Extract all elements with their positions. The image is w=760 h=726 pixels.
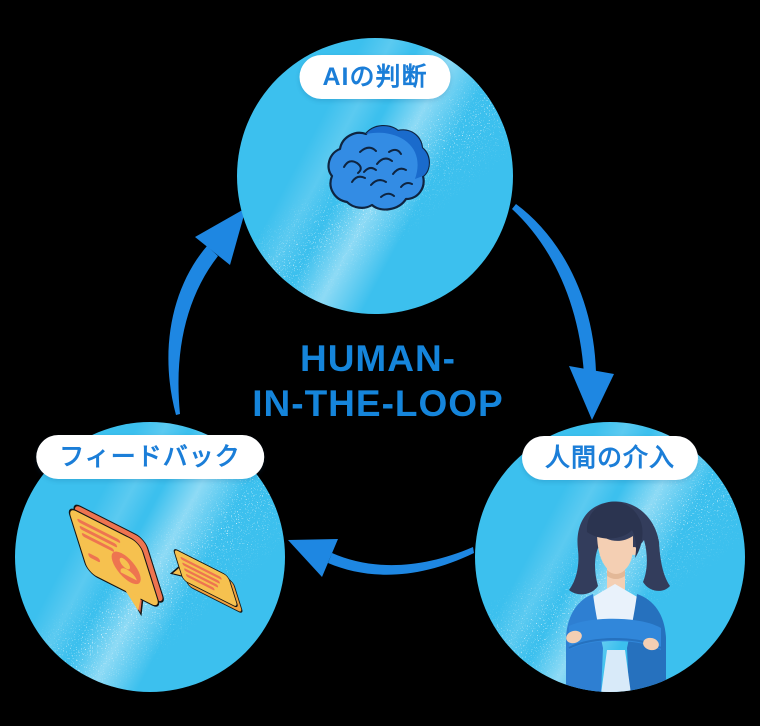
brain-icon — [327, 125, 430, 211]
large-speech-bubble — [68, 504, 164, 617]
feedback-label: フィードバック — [36, 435, 264, 479]
arrow-ai-to-human — [512, 204, 614, 420]
businesswoman-icon — [566, 501, 670, 692]
node-ai-judgment: AIの判断 — [237, 38, 513, 314]
center-title-line-1: HUMAN- — [299, 338, 457, 379]
node-feedback: フィードバック — [15, 422, 285, 692]
small-speech-bubble — [169, 549, 243, 613]
speech-bubbles-icon — [68, 504, 243, 617]
center-title-line-2: IN-THE-LOOP — [252, 383, 504, 424]
node-human-intervention: 人間の介入 — [475, 422, 745, 692]
arrow-human-to-feedback — [288, 539, 474, 577]
ai-judgment-label: AIの判断 — [299, 55, 451, 99]
arrow-feedback-to-ai — [168, 208, 246, 415]
center-title: HUMAN- IN-THE-LOOP — [252, 336, 503, 426]
human-intervention-label: 人間の介入 — [521, 436, 699, 480]
human-intervention-circle — [475, 422, 745, 692]
